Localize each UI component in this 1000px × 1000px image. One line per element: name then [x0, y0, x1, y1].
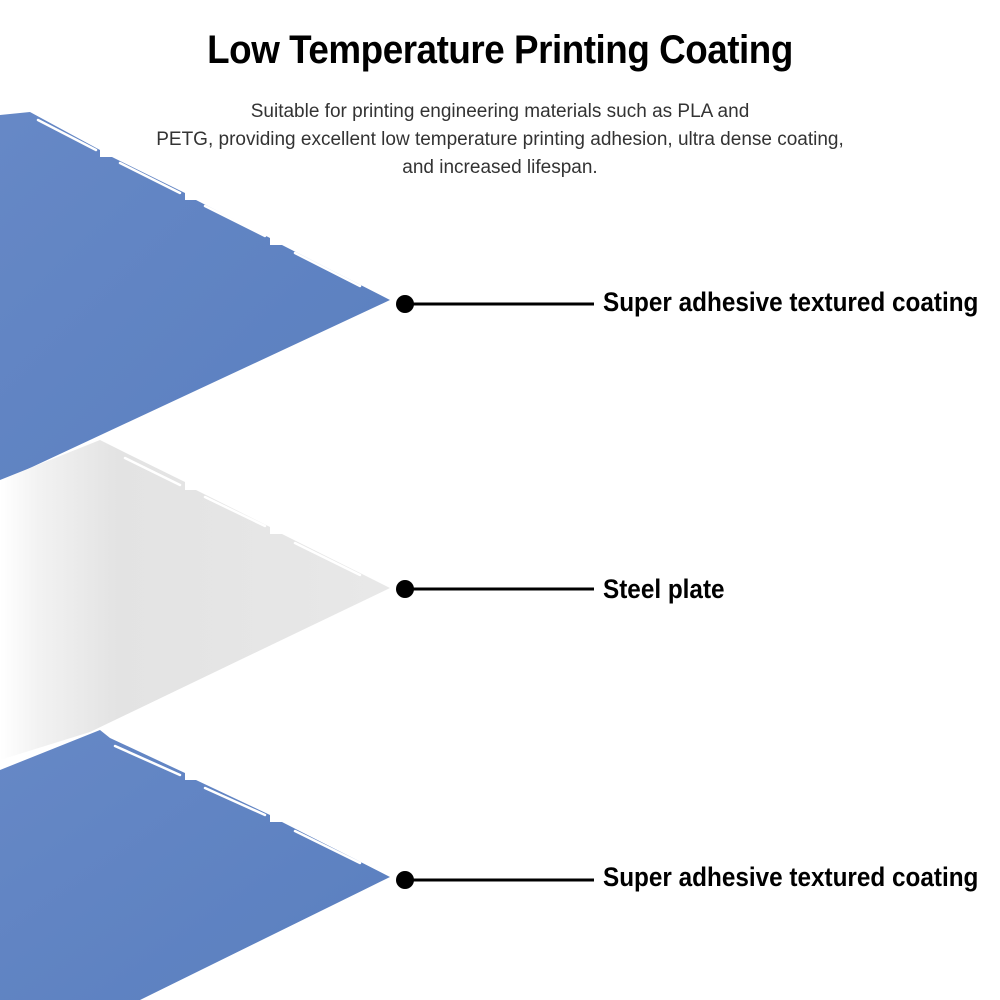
bottom-coating-plate	[0, 730, 390, 1000]
steel-plate-layer	[0, 440, 390, 760]
callout-leader-middle	[396, 580, 594, 598]
layer-label-bottom-coating: Super adhesive textured coating	[603, 862, 979, 892]
description-line-1: Suitable for printing engineering materi…	[250, 101, 750, 122]
steel-plate	[0, 440, 390, 760]
callout-leader-top	[396, 295, 594, 313]
top-coating-slots	[36, 118, 362, 288]
description-line-2: PETG, providing excellent low temperatur…	[156, 129, 844, 150]
layer-label-top-coating: Super adhesive textured coating	[603, 287, 979, 317]
bottom-coating-layer	[0, 730, 390, 1000]
page-title: Low Temperature Printing Coating	[207, 28, 793, 72]
bottom-coating-slots	[113, 744, 362, 865]
top-coating-plate	[0, 112, 390, 482]
description-line-3: and increased lifespan.	[402, 157, 598, 178]
steel-plate-slots	[123, 456, 362, 577]
callout-leader-bottom	[396, 871, 594, 889]
top-coating-layer	[0, 112, 390, 482]
description: Suitable for printing engineering materi…	[100, 98, 900, 182]
layer-label-steel-plate: Steel plate	[603, 574, 725, 604]
